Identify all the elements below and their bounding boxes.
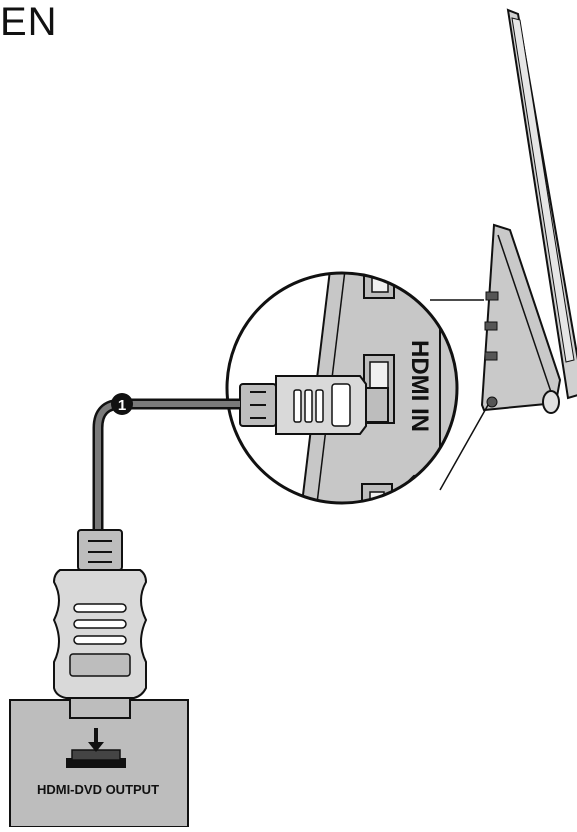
magnified-hdmi-plug bbox=[239, 375, 389, 435]
hdmi-dvd-output-label: HDMI-DVD OUTPUT bbox=[37, 782, 159, 797]
monitor-port bbox=[486, 396, 498, 408]
magnifier-outline bbox=[225, 271, 459, 505]
monitor-port bbox=[484, 321, 498, 331]
spdif-label-fragment: SP bbox=[406, 272, 433, 304]
page-heading-fragment: EN bbox=[0, 0, 58, 44]
monitor-illustration bbox=[430, 8, 577, 491]
hdmi-output-port bbox=[66, 758, 126, 768]
source-hdmi-plug bbox=[52, 529, 148, 719]
callout-number: 1 bbox=[118, 397, 126, 414]
monitor-port bbox=[485, 291, 499, 301]
callout-marker bbox=[111, 393, 133, 415]
magnified-port-view: HDMI IN SP ⇇ bbox=[225, 271, 459, 505]
monitor-hinge bbox=[542, 390, 560, 414]
monitor-port bbox=[484, 351, 498, 361]
hdmi-cable: 1 bbox=[92, 393, 240, 530]
hdmi-source-device: HDMI-DVD OUTPUT bbox=[9, 699, 189, 828]
usb-symbol-icon: ⇇ bbox=[404, 474, 434, 496]
hdmi-in-label: HDMI IN bbox=[406, 340, 433, 432]
